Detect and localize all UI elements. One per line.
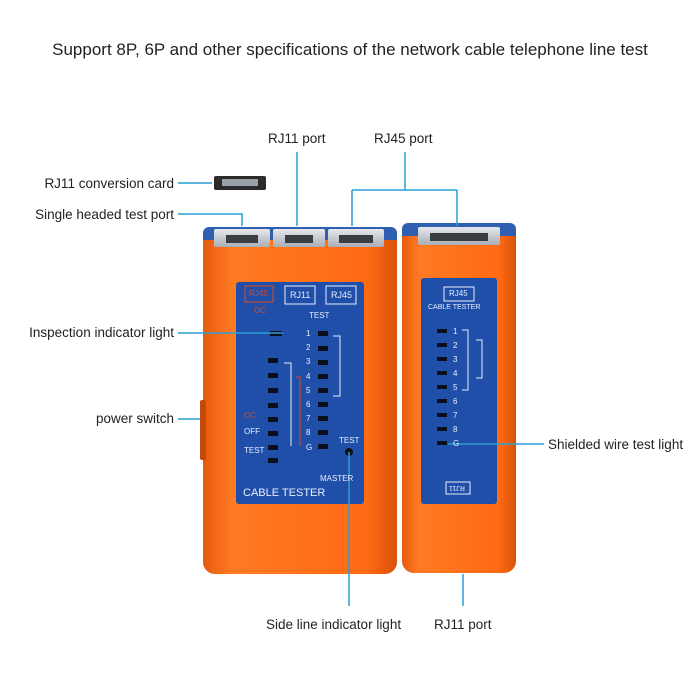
callout-rj11-port-top: RJ11 port [268,131,326,146]
remote-led-number-1: 1 [453,327,458,336]
remote-led-column [437,329,447,445]
power-switch-slider [200,400,206,460]
headline: Support 8P, 6P and other specifications … [52,40,648,59]
master-test-button-label: TEST [339,436,360,445]
remote-panel-title: CABLE TESTER [428,304,481,311]
master-panel-title: CABLE TESTER [243,487,326,499]
callout-rj11-conversion-card: RJ11 conversion card [44,176,174,191]
led-number-g: G [306,442,313,452]
led-number-8: 8 [306,428,311,438]
master-switch-test: TEST [244,446,265,455]
led-number-2: 2 [306,343,311,353]
led-number-5: 5 [306,385,311,395]
master-oc-label: OC [254,306,266,315]
master-unit-body [200,227,397,574]
callout-single-headed-test-port: Single headed test port [35,207,174,222]
remote-panel [421,278,497,504]
remote-led-number-2: 2 [453,341,458,350]
master-rj11-box: RJ11 [290,290,311,300]
led-number-1: 1 [306,329,311,338]
master-port-rj45 [328,229,384,247]
rj11-conversion-card [214,176,266,190]
callout-power-switch: power switch [95,411,174,426]
master-test-bracket: TEST [309,311,330,320]
led-number-3: 3 [306,357,311,367]
master-led-numbers: 1 2 3 4 5 6 7 8 G [306,327,316,455]
remote-led-number-3: 3 [453,355,458,364]
callout-side-line-indicator-light: Side line indicator light [266,617,402,632]
callout-shielded-wire-test-light: Shielded wire test light [548,437,684,452]
master-rj45-box: RJ45 [331,290,353,300]
master-rj45-badge: RJ45 [249,289,268,298]
remote-rj11-mark: RJ11 [449,484,465,491]
remote-led-number-g: G [453,439,460,448]
led-number-6: 6 [306,400,311,410]
master-port-single-headed [214,229,270,247]
callout-rj45-port-top: RJ45 port [374,131,433,146]
remote-led-numbers: 1 2 3 4 5 6 7 8 G [453,325,463,451]
master-switch-off: OFF [244,427,260,436]
remote-port-rj45 [418,227,500,245]
remote-led-number-6: 6 [453,397,458,406]
remote-rj45-box: RJ45 [449,289,468,298]
remote-led-number-8: 8 [453,425,458,434]
master-led-column [318,331,328,449]
remote-led-number-4: 4 [453,369,458,378]
master-master-label: MASTER [320,474,354,483]
remote-unit-body [402,223,516,573]
led-number-4: 4 [306,371,311,381]
master-switch-oc: OC [244,411,256,420]
remote-led-number-5: 5 [453,383,458,392]
callout-lines [178,152,544,606]
remote-led-number-7: 7 [453,411,458,420]
callout-inspection-indicator-light: Inspection indicator light [29,325,174,340]
callout-rj11-port-bottom: RJ11 port [434,617,492,632]
master-port-rj11 [273,229,325,247]
led-number-7: 7 [306,414,311,424]
